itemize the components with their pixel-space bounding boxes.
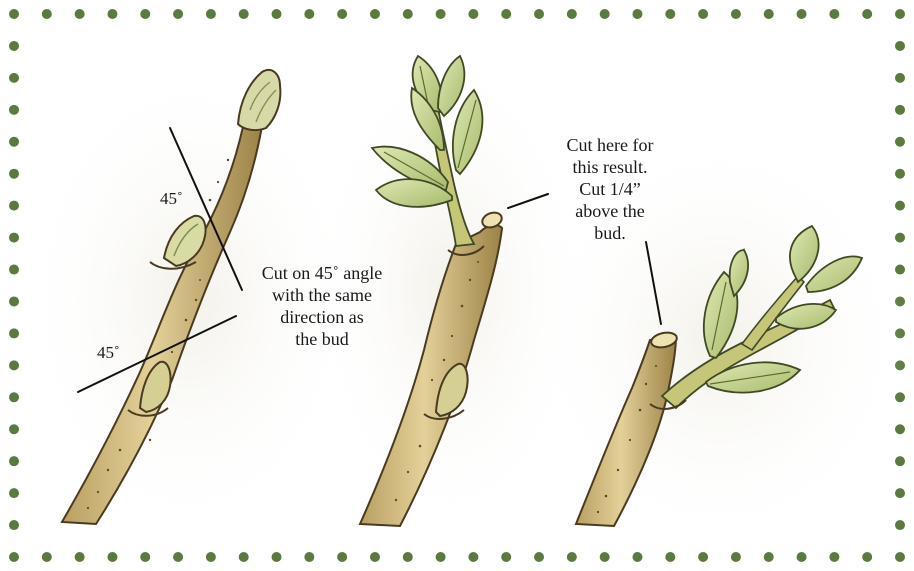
border-dot: [468, 9, 478, 19]
border-dot: [797, 9, 807, 19]
border-dot: [895, 169, 905, 179]
border-dot: [895, 201, 905, 211]
border-dot: [9, 424, 19, 434]
border-dot: [9, 360, 19, 370]
border-dot: [403, 9, 413, 19]
border-dot: [9, 328, 19, 338]
border-dot: [370, 552, 380, 562]
border-dot: [75, 9, 85, 19]
border-dot: [895, 105, 905, 115]
border-dot: [272, 552, 282, 562]
border-dot: [9, 392, 19, 402]
border-dot: [895, 73, 905, 83]
border-dot: [9, 552, 19, 562]
border-dot: [501, 552, 511, 562]
border-dot: [895, 520, 905, 530]
border-dot: [698, 552, 708, 562]
border-dot: [501, 9, 511, 19]
border-dot: [9, 137, 19, 147]
border-dot: [895, 552, 905, 562]
angle-label-lower: 45˚: [97, 342, 120, 364]
border-dot: [600, 552, 610, 562]
border-dot: [75, 552, 85, 562]
border-dot: [632, 552, 642, 562]
border-dot: [764, 9, 774, 19]
border-dot: [698, 9, 708, 19]
border-dot: [140, 552, 150, 562]
border-dot: [403, 552, 413, 562]
border-dot: [9, 265, 19, 275]
border-dot: [895, 137, 905, 147]
border-dot: [9, 456, 19, 466]
angle-label-upper: 45˚: [160, 188, 183, 210]
border-dot: [632, 9, 642, 19]
border-dot: [9, 296, 19, 306]
border-dot: [337, 552, 347, 562]
border-dot: [895, 233, 905, 243]
border-dot: [534, 9, 544, 19]
border-dot: [436, 9, 446, 19]
border-dot: [567, 9, 577, 19]
border-dot: [206, 9, 216, 19]
border-dot: [370, 9, 380, 19]
border-dot: [9, 105, 19, 115]
border-dot: [9, 169, 19, 179]
border-dot: [9, 73, 19, 83]
border-dot: [9, 488, 19, 498]
border-dot: [9, 520, 19, 530]
border-dot: [764, 552, 774, 562]
border-dot: [829, 9, 839, 19]
border-dot: [862, 552, 872, 562]
border-dot: [895, 9, 905, 19]
border-dot: [468, 552, 478, 562]
border-dot: [436, 552, 446, 562]
border-dot: [304, 552, 314, 562]
border-dot: [206, 552, 216, 562]
border-dot: [304, 9, 314, 19]
border-dot: [9, 9, 19, 19]
border-dot: [895, 424, 905, 434]
cut-angle-note: Cut on 45˚ angle with the same direction…: [252, 262, 392, 350]
border-dot: [173, 552, 183, 562]
border-dot: [107, 552, 117, 562]
border-dot: [829, 552, 839, 562]
border-dot: [895, 456, 905, 466]
border-dot: [797, 552, 807, 562]
border-dot: [9, 233, 19, 243]
border-dot: [534, 552, 544, 562]
border-dot: [665, 552, 675, 562]
border-dot: [239, 552, 249, 562]
border-dot: [107, 9, 117, 19]
border-dot: [337, 9, 347, 19]
border-dot: [862, 9, 872, 19]
border-dot: [239, 9, 249, 19]
cut-here-note: Cut here for this result. Cut 1/4” above…: [552, 134, 668, 244]
border-dot: [9, 41, 19, 51]
border-dot: [173, 9, 183, 19]
border-dot: [665, 9, 675, 19]
border-dot: [895, 41, 905, 51]
border-dot: [9, 201, 19, 211]
border-dot: [140, 9, 150, 19]
border-dot: [600, 9, 610, 19]
border-dot: [42, 9, 52, 19]
border-dot: [42, 552, 52, 562]
border-dot: [272, 9, 282, 19]
border-dot: [731, 9, 741, 19]
border-dot: [567, 552, 577, 562]
border-dot: [731, 552, 741, 562]
border-dot: [895, 488, 905, 498]
